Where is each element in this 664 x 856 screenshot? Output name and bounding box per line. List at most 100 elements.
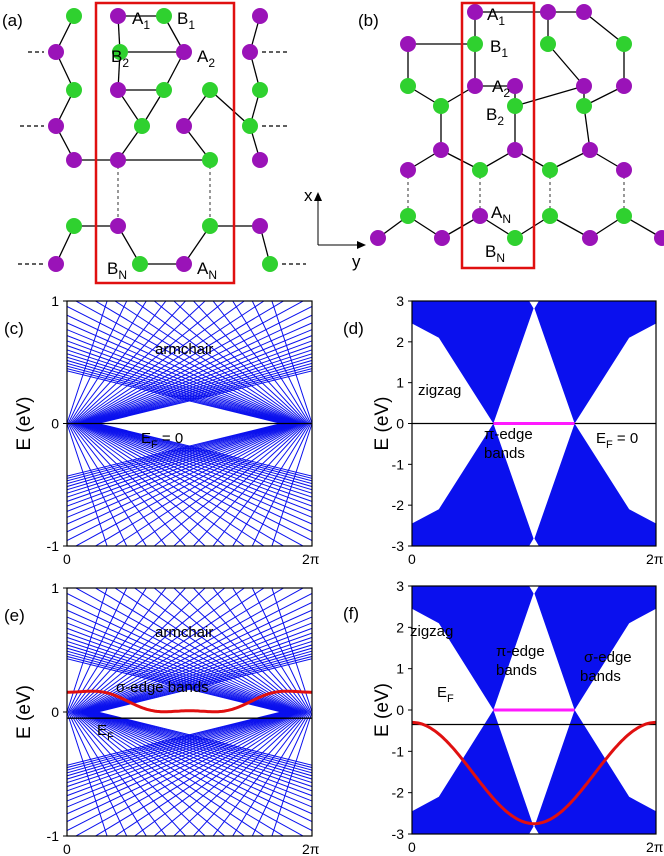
band-line bbox=[67, 423, 292, 502]
y-tick-label: 0 bbox=[51, 416, 59, 432]
lattice-panel-b: (b) A1 B1 A2 B2 AN BN bbox=[358, 1, 664, 270]
x-tick-label: 0 bbox=[408, 839, 416, 855]
atom-a bbox=[48, 44, 64, 60]
atom-b bbox=[66, 82, 82, 98]
band-line bbox=[70, 301, 167, 424]
band-line bbox=[74, 711, 226, 836]
site-label: B1 bbox=[490, 37, 508, 60]
band-line bbox=[91, 644, 312, 713]
band-line bbox=[67, 423, 286, 485]
band-line bbox=[72, 588, 206, 713]
regime-label: zigzag bbox=[410, 623, 453, 640]
band-line bbox=[153, 588, 305, 713]
band-line bbox=[67, 711, 283, 769]
band-line bbox=[67, 423, 291, 498]
y-tick-label: 1 bbox=[396, 375, 404, 391]
fermi-label: EF bbox=[437, 684, 454, 705]
y-tick-label: -1 bbox=[392, 456, 405, 472]
band-line bbox=[93, 711, 312, 774]
band-line bbox=[76, 588, 265, 713]
band-line bbox=[67, 349, 291, 424]
band-line bbox=[90, 640, 312, 713]
band-line bbox=[96, 368, 312, 424]
edge-band-label: bands bbox=[496, 662, 537, 679]
atom-a bbox=[370, 230, 386, 246]
band-line bbox=[70, 423, 167, 546]
panel-label: (c) bbox=[4, 319, 24, 338]
band-line bbox=[67, 305, 299, 424]
band-line bbox=[72, 423, 206, 546]
y-tick-label: -1 bbox=[47, 538, 60, 554]
band-line bbox=[85, 711, 312, 802]
band-line bbox=[79, 423, 305, 546]
band-line bbox=[67, 423, 283, 479]
band-line bbox=[192, 301, 308, 424]
band-line bbox=[67, 636, 291, 713]
atom-b bbox=[472, 162, 488, 178]
band-line bbox=[67, 353, 289, 424]
y-tick-label: 2 bbox=[396, 334, 404, 350]
band-line bbox=[85, 423, 312, 512]
band-line bbox=[69, 301, 147, 424]
atom-a bbox=[242, 44, 258, 60]
x-tick-label: 2π bbox=[646, 839, 664, 855]
band-line bbox=[96, 655, 312, 713]
band-line bbox=[67, 711, 287, 777]
band-line bbox=[90, 423, 312, 494]
plot-area bbox=[412, 301, 656, 546]
band-line bbox=[67, 340, 293, 424]
band-line bbox=[71, 711, 187, 836]
band-line bbox=[232, 301, 310, 424]
band-line bbox=[67, 423, 282, 477]
y-tick-label: 0 bbox=[396, 702, 404, 718]
band-line bbox=[96, 711, 312, 769]
regime-label: armchair bbox=[155, 341, 213, 358]
band-gap bbox=[529, 301, 539, 310]
atom-a bbox=[110, 152, 126, 168]
band-line bbox=[67, 647, 287, 713]
band-line bbox=[67, 423, 289, 494]
band-line bbox=[70, 711, 167, 836]
atom-a bbox=[467, 4, 483, 20]
band-line bbox=[81, 601, 312, 713]
band-line bbox=[67, 622, 294, 713]
band-line bbox=[153, 711, 305, 836]
atom-b bbox=[66, 8, 82, 24]
site-label: A1 bbox=[132, 9, 150, 32]
band-line bbox=[93, 650, 312, 713]
bond bbox=[514, 85, 585, 107]
fermi-label: EF = 0 bbox=[141, 430, 183, 451]
band-line bbox=[133, 711, 304, 836]
atom-a bbox=[507, 78, 523, 94]
band-line bbox=[87, 711, 312, 792]
atom-a bbox=[176, 118, 192, 134]
site-label: AN bbox=[491, 203, 511, 226]
band-line bbox=[271, 711, 312, 836]
band-line bbox=[88, 423, 312, 498]
band-line bbox=[92, 359, 312, 424]
band-line bbox=[72, 301, 206, 424]
site-label: B1 bbox=[177, 9, 195, 32]
band-line bbox=[74, 301, 226, 424]
band-line bbox=[67, 609, 297, 713]
band-line bbox=[114, 588, 303, 713]
band-line bbox=[153, 423, 305, 546]
band-line bbox=[212, 301, 309, 424]
axis-x-label: x bbox=[304, 186, 313, 205]
atom-a bbox=[176, 256, 192, 272]
band-line bbox=[67, 329, 296, 424]
band-line bbox=[251, 588, 312, 713]
fermi-label: EF bbox=[97, 722, 114, 743]
x-tick-label: 2π bbox=[646, 551, 664, 567]
band-line bbox=[95, 653, 312, 713]
y-tick-label: 1 bbox=[396, 661, 404, 677]
atom-b bbox=[202, 152, 218, 168]
band-line bbox=[70, 588, 167, 713]
plot-area bbox=[412, 586, 656, 834]
lattice-panel-a: (a) A1 B1 B2 A2 BN AN bbox=[2, 1, 306, 285]
band-line bbox=[67, 588, 128, 713]
band-line bbox=[67, 711, 292, 792]
band-line bbox=[86, 340, 312, 424]
